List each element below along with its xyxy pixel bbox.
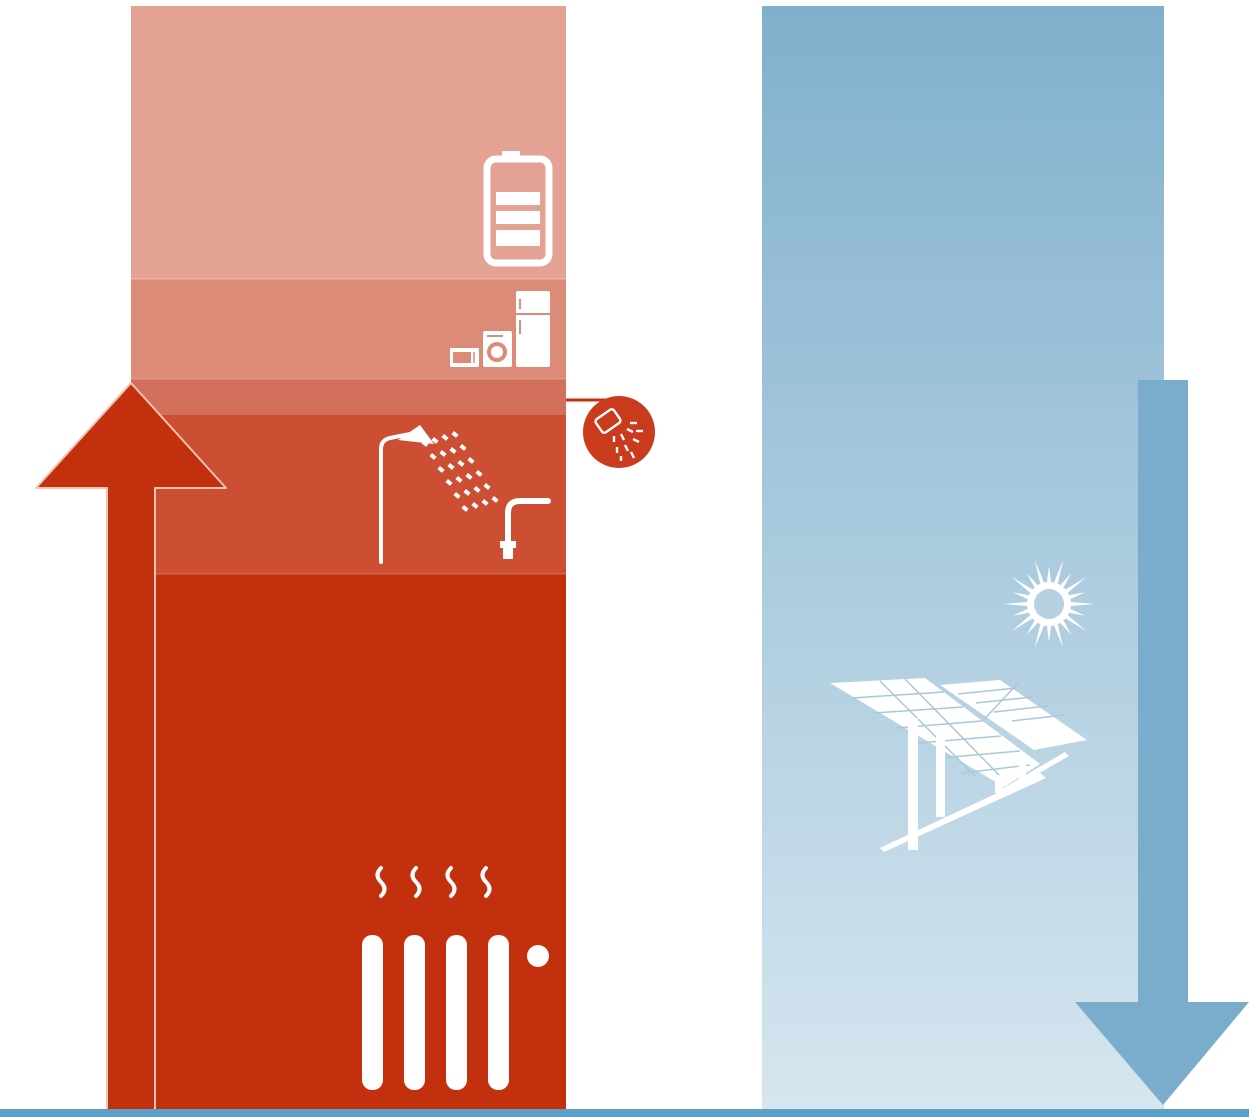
sun-ray xyxy=(1012,592,1029,600)
battery-band xyxy=(131,6,566,279)
solar-panel-icon xyxy=(830,678,1087,852)
sun-ray xyxy=(1034,560,1045,584)
sun-ray xyxy=(1060,573,1072,588)
sun-icon xyxy=(1003,560,1095,648)
supply-down-arrow xyxy=(1075,380,1249,1105)
sun-ray xyxy=(1065,615,1087,631)
household-appliances-icon xyxy=(450,291,550,367)
hot-water-band xyxy=(131,415,566,574)
sun-ray xyxy=(1053,560,1064,584)
sun-ray xyxy=(1060,620,1072,635)
sun-ray xyxy=(1034,624,1045,648)
sun-ray xyxy=(1026,573,1038,588)
sun-ray xyxy=(1003,602,1028,606)
sun-ray xyxy=(1069,608,1086,616)
sun-ray xyxy=(1026,620,1038,635)
sun-ray xyxy=(1011,577,1033,593)
radiator-icon xyxy=(362,866,549,1090)
energy-supply-column xyxy=(762,6,1164,1110)
sun-ray xyxy=(1065,577,1087,593)
ground-baseline xyxy=(0,1109,1249,1117)
cooking-pot-icon xyxy=(594,408,643,461)
sun-ray xyxy=(1047,566,1051,583)
shower-and-tap-icon xyxy=(379,425,551,564)
cooking-callout xyxy=(566,396,655,468)
sun-ray xyxy=(1011,615,1033,631)
transition-band xyxy=(131,379,566,415)
sun-ray xyxy=(1012,608,1029,616)
sun-ray xyxy=(1069,592,1086,600)
sun-ray xyxy=(1053,624,1064,648)
sun-ray xyxy=(1047,625,1051,642)
sun-ray xyxy=(1070,602,1095,606)
demand-up-arrow xyxy=(35,382,227,1111)
battery-icon xyxy=(483,151,553,267)
